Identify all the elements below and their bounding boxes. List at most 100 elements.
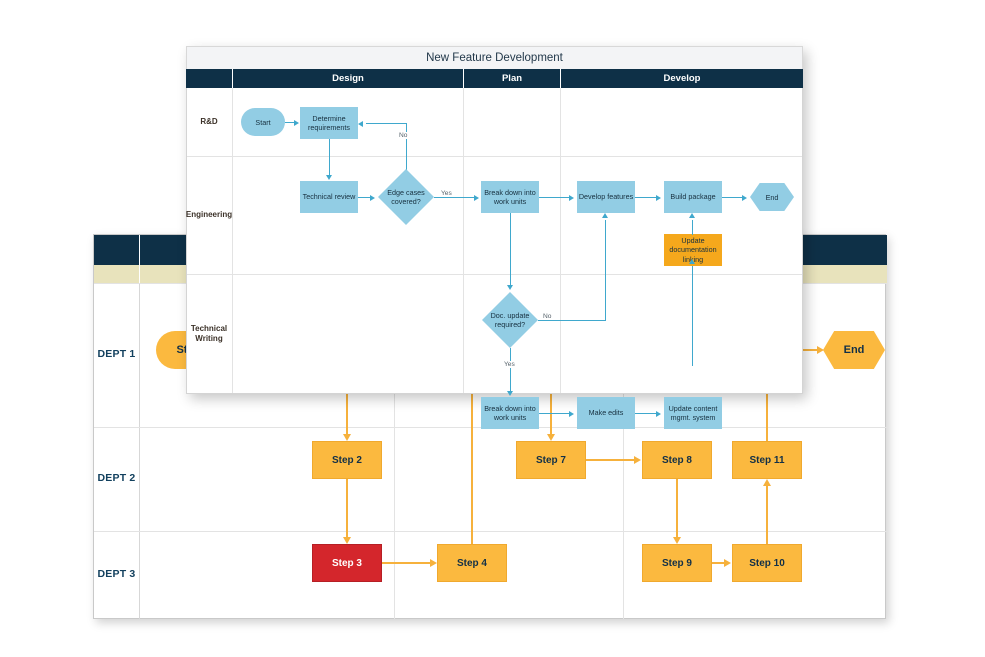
back-lane-sep-3 [94,531,887,532]
front-arrowhead-docupdate-yes [506,391,513,396]
front-panel-right [802,88,803,394]
front-arrowhead-edgecases-yes [474,194,479,201]
front-conn-edgecases-no-riser [406,123,408,197]
back-arrowhead-into-step7 [546,434,555,441]
back-arrowhead-to-end [817,345,824,354]
front-panel-bottom [186,393,803,394]
back-lane-label-dept1: DEPT 1 [97,348,136,361]
back-arrowhead-step7-step8 [634,455,641,464]
front-arrowhead-updatecms-updatedoc [688,259,695,264]
back-step-box-step11[interactable]: Step 11 [732,441,802,479]
front-header-phase-develop[interactable]: Develop [663,73,701,84]
back-grid-v-1 [394,283,395,619]
front-node-develop-features[interactable]: Develop features [577,181,635,213]
front-panel-left [186,88,187,394]
front-edge-label-docupdate-yes: Yes [503,361,516,368]
front-node-edge-cases-decision[interactable] [378,169,434,225]
front-lane-label-engineering: Engineering [185,210,233,219]
back-header-sep-0 [139,235,140,265]
back-step-box-step8[interactable]: Step 8 [642,441,712,479]
front-arrowhead-edgecases-no-return [358,120,363,127]
front-grid-v-label [232,88,233,394]
front-conn-docupdate-no-riser [605,220,607,320]
front-node-start[interactable]: Start [241,108,285,136]
front-arrowhead-develop-buildpkg [656,194,661,201]
front-feature-diagram[interactable]: New Feature Development Design Plan Deve… [185,46,803,429]
front-edge-label-docupdate-no: No [542,313,553,320]
back-arrowhead-step8-step9 [672,537,681,544]
front-diagram-title: New Feature Development [186,46,803,69]
front-node-make-edits[interactable]: Make edits [577,397,635,429]
front-conn-docupdate-no [538,320,606,322]
front-header-sep-1 [463,69,464,88]
front-header-sep-0 [232,69,233,88]
front-node-doc-update-decision[interactable] [482,292,538,348]
front-arrowhead-breakdown1-develop [569,194,574,201]
front-conn-start-determine [285,122,294,124]
front-conn-docupdate-yes [510,348,512,391]
back-conn-step4-riser [471,385,473,544]
front-header-band [186,69,803,88]
back-grid-v-2 [623,283,624,619]
back-node-end[interactable]: End [823,331,885,369]
front-node-break-down-work-units-tw[interactable]: Break down into work units [481,397,539,429]
front-conn-techreview-edgecases [358,197,370,199]
front-edge-label-edgecases-no: No [398,132,409,139]
back-conn-step7-step8 [586,459,634,461]
front-conn-buildpkg-end [722,197,742,199]
front-lane-sep-2 [186,274,803,275]
front-conn-breakdown1-develop [539,197,569,199]
front-node-technical-review[interactable]: Technical review [300,181,358,213]
back-arrowhead-step10-step11 [762,479,771,486]
back-conn-step8-step9 [676,479,678,537]
front-conn-develop-buildpkg [635,197,656,199]
front-edge-label-edgecases-yes: Yes [440,190,453,197]
front-node-update-content-mgmt-system[interactable]: Update content mgmt. system [664,397,722,429]
back-arrowhead-step9-step10 [724,558,731,567]
front-arrowhead-makeedits-updatecms [656,410,661,417]
front-conn-breakdown2-makeedits [539,413,569,415]
front-conn-determine-techreview [329,139,331,175]
front-conn-updatedoc-buildpkg [692,220,694,235]
front-grid-v-1 [463,88,464,394]
front-lane-label-rnd: R&D [200,117,218,126]
front-node-break-down-work-units-eng[interactable]: Break down into work units [481,181,539,213]
back-conn-step2-step3 [346,479,348,537]
back-step-box-step4[interactable]: Step 4 [437,544,507,582]
back-lane-label-dept3: DEPT 3 [97,568,136,581]
front-conn-edgecases-yes [434,197,476,199]
back-conn-step11-riser [766,385,768,441]
front-conn-edgecases-no-return [366,123,407,125]
back-conn-step10-step11 [766,486,768,544]
back-conn-step3-step4 [382,562,430,564]
front-header-corner [186,69,232,88]
back-lane-label-dept2: DEPT 2 [97,472,136,485]
back-conn-to-end [801,349,819,351]
back-step-box-step9[interactable]: Step 9 [642,544,712,582]
front-node-build-package[interactable]: Build package [664,181,722,213]
front-header-phase-plan[interactable]: Plan [501,73,523,84]
front-arrowhead-determine-techreview [325,175,332,180]
back-arrowhead-step2-step3 [342,537,351,544]
back-step-box-step7[interactable]: Step 7 [516,441,586,479]
front-arrowhead-docupdate-no [601,213,608,218]
front-conn-updatecms-updatedoc [692,266,694,366]
back-step-box-step3[interactable]: Step 3 [312,544,382,582]
front-arrowhead-breakdown2-makeedits [569,410,574,417]
front-header-phase-design[interactable]: Design [332,73,364,84]
front-arrowhead-start-determine [294,119,299,126]
front-node-end[interactable]: End [750,183,794,211]
back-arrowhead-into-step2 [342,434,351,441]
front-conn-makeedits-updatecms [635,413,656,415]
back-conn-into-step2 [346,385,348,434]
back-step-box-step10[interactable]: Step 10 [732,544,802,582]
front-node-determine-requirements[interactable]: Determine requirements [300,107,358,139]
back-subheader-sep-0 [139,265,140,283]
back-conn-into-step7 [550,385,552,434]
front-header-sep-2 [560,69,561,88]
front-grid-v-2 [560,88,561,394]
front-arrowhead-buildpkg-end [742,194,747,201]
back-grid-v-label [139,265,140,619]
back-arrowhead-step3-step4 [430,558,437,567]
back-step-box-step2[interactable]: Step 2 [312,441,382,479]
